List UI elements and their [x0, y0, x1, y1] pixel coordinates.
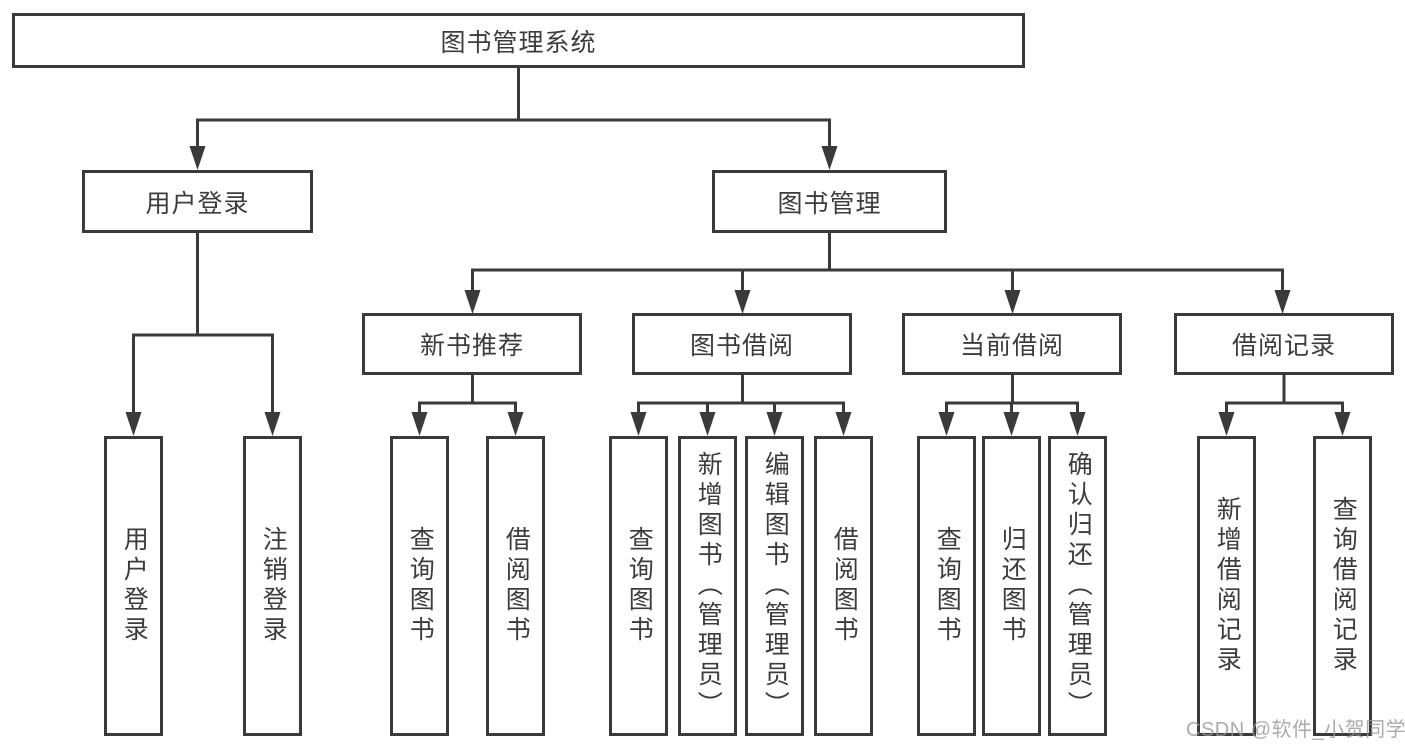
- leaf-query-books-borrow-label: 查询图书: [625, 526, 654, 646]
- leaf-add-borrow-record: 新增借阅记录: [1197, 436, 1256, 736]
- leaf-borrow-books-newbook-label: 借阅图书: [502, 526, 531, 646]
- leaf-edit-book-admin-label: 编辑图书（管理员）: [761, 451, 790, 721]
- leaf-confirm-return-admin: 确认归还（管理员）: [1048, 436, 1107, 736]
- leaf-query-borrow-record: 查询借阅记录: [1313, 436, 1372, 736]
- node-current-borrow-label: 当前借阅: [959, 332, 1064, 360]
- node-user-login-label: 用户登录: [145, 189, 250, 218]
- leaf-return-book: 归还图书: [982, 436, 1041, 736]
- node-user-login: 用户登录: [82, 170, 313, 233]
- node-book-management-label: 图书管理: [777, 189, 882, 218]
- node-book-management: 图书管理: [712, 170, 947, 233]
- leaf-edit-book-admin: 编辑图书（管理员）: [745, 436, 804, 736]
- leaf-logout-label: 注销登录: [259, 526, 288, 646]
- leaf-borrow-books-borrow-label: 借阅图书: [830, 526, 859, 646]
- leaf-query-books-newbook-label: 查询图书: [406, 526, 435, 646]
- node-new-book-recommend: 新书推荐: [362, 313, 582, 375]
- leaf-add-borrow-record-label: 新增借阅记录: [1213, 496, 1242, 676]
- leaf-query-books-current: 查询图书: [917, 436, 976, 736]
- node-new-book-recommend-label: 新书推荐: [419, 332, 524, 360]
- leaf-user-login-label: 用户登录: [120, 526, 149, 646]
- leaf-add-book-admin: 新增图书（管理员）: [678, 436, 737, 736]
- node-root: 图书管理系统: [12, 13, 1025, 68]
- leaf-confirm-return-admin-label: 确认归还（管理员）: [1064, 451, 1093, 721]
- watermark: CSDN @软件_小贺同学: [1186, 719, 1405, 741]
- node-root-label: 图书管理系统: [440, 28, 597, 57]
- node-book-borrow: 图书借阅: [632, 313, 852, 375]
- leaf-borrow-books-borrow: 借阅图书: [814, 436, 873, 736]
- leaf-borrow-books-newbook: 借阅图书: [486, 436, 545, 736]
- leaf-query-borrow-record-label: 查询借阅记录: [1329, 496, 1358, 676]
- leaf-user-login: 用户登录: [104, 436, 163, 736]
- leaf-logout: 注销登录: [243, 436, 302, 736]
- leaf-query-books-current-label: 查询图书: [933, 526, 962, 646]
- node-borrow-records: 借阅记录: [1174, 313, 1394, 375]
- node-current-borrow: 当前借阅: [902, 313, 1122, 375]
- leaf-query-books-newbook: 查询图书: [390, 436, 449, 736]
- leaf-add-book-admin-label: 新增图书（管理员）: [694, 451, 723, 721]
- node-borrow-records-label: 借阅记录: [1231, 332, 1336, 360]
- node-book-borrow-label: 图书借阅: [689, 332, 794, 360]
- leaf-query-books-borrow: 查询图书: [609, 436, 668, 736]
- leaf-return-book-label: 归还图书: [998, 526, 1027, 646]
